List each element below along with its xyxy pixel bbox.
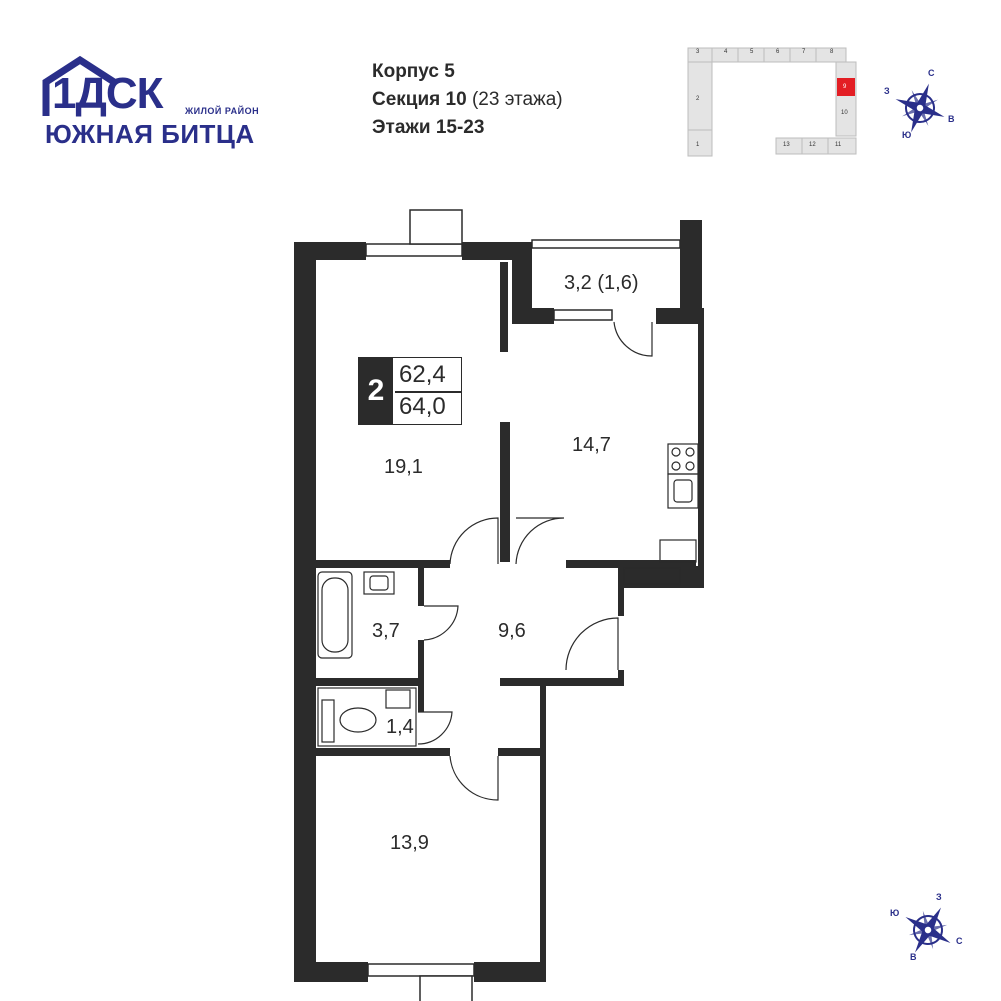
room-bathroom-area: 3,7 (372, 620, 400, 642)
compass-letter: З (884, 86, 890, 96)
keyplan-section-label: 7 (802, 49, 806, 55)
kitchen-stove (623, 443, 699, 585)
toilet (317, 687, 417, 747)
badge-divider (395, 391, 461, 393)
room-bedroom2-area: 13,9 (390, 832, 429, 854)
compass-letter: З (936, 892, 942, 902)
keyplan-section-highlighted: 9 (843, 84, 847, 90)
floors-label: Этажи 15-23 (372, 117, 485, 138)
building-label: Корпус 5 (372, 61, 455, 82)
compass-bottom: З Ю С В (888, 890, 968, 970)
walls (294, 220, 704, 982)
keyplan-section-label: 11 (835, 142, 842, 148)
logo: 1ДСК ЖИЛОЙ РАЙОН ЮЖНАЯ БИТЦА (0, 0, 290, 160)
room-hall-area: 9,6 (498, 620, 526, 642)
sink (363, 571, 395, 595)
keyplan-section-label: 12 (809, 142, 816, 148)
room-wc-area: 1,4 (386, 716, 414, 738)
compass-letter: Ю (890, 908, 900, 918)
room-kitchen-area: 14,7 (572, 434, 611, 456)
rooms-count: 2 (359, 358, 393, 424)
compass-letter: Ю (902, 130, 912, 140)
key-plan: 3 4 5 6 7 8 2 1 9 10 13 12 11 (680, 40, 870, 160)
keyplan-section-label: 6 (776, 49, 780, 55)
keyplan-section-label: 5 (750, 49, 754, 55)
logo-house-icon (42, 55, 116, 116)
logo-number: 1ДСК (52, 69, 163, 118)
keyplan-section-label: 10 (841, 110, 848, 116)
area-living: 62,4 (399, 361, 446, 388)
bathtub (317, 571, 353, 659)
compass-rose-icon (895, 83, 945, 133)
keyplan-section-label: 4 (724, 49, 728, 55)
logo-name: ЮЖНАЯ БИТЦА (45, 119, 255, 149)
window-sill (409, 209, 463, 245)
window-sill (419, 975, 473, 1001)
compass-letter: В (910, 952, 917, 962)
section-label: Секция 10 (23 этажа) (372, 89, 563, 110)
compass-letter: С (956, 936, 963, 946)
logo-tagline: ЖИЛОЙ РАЙОН (185, 106, 260, 116)
compass-letter: С (928, 68, 935, 78)
compass-top: С З В Ю (880, 68, 960, 148)
compass-rose-icon (905, 907, 951, 953)
keyplan-section-label: 3 (696, 49, 700, 55)
compass-letter: В (948, 114, 955, 124)
area-total: 64,0 (399, 393, 446, 420)
doors (417, 321, 653, 801)
keyplan-section-label: 2 (696, 96, 700, 102)
keyplan-section-label: 8 (830, 49, 834, 55)
windows (365, 239, 681, 977)
room-balcony-area: 3,2 (1,6) (564, 272, 639, 294)
apartment-badge: 2 62,4 64,0 (358, 357, 462, 425)
room-bedroom-area: 19,1 (384, 456, 423, 478)
keyplan-section-label: 1 (696, 142, 700, 148)
keyplan-section-label: 13 (783, 142, 790, 148)
